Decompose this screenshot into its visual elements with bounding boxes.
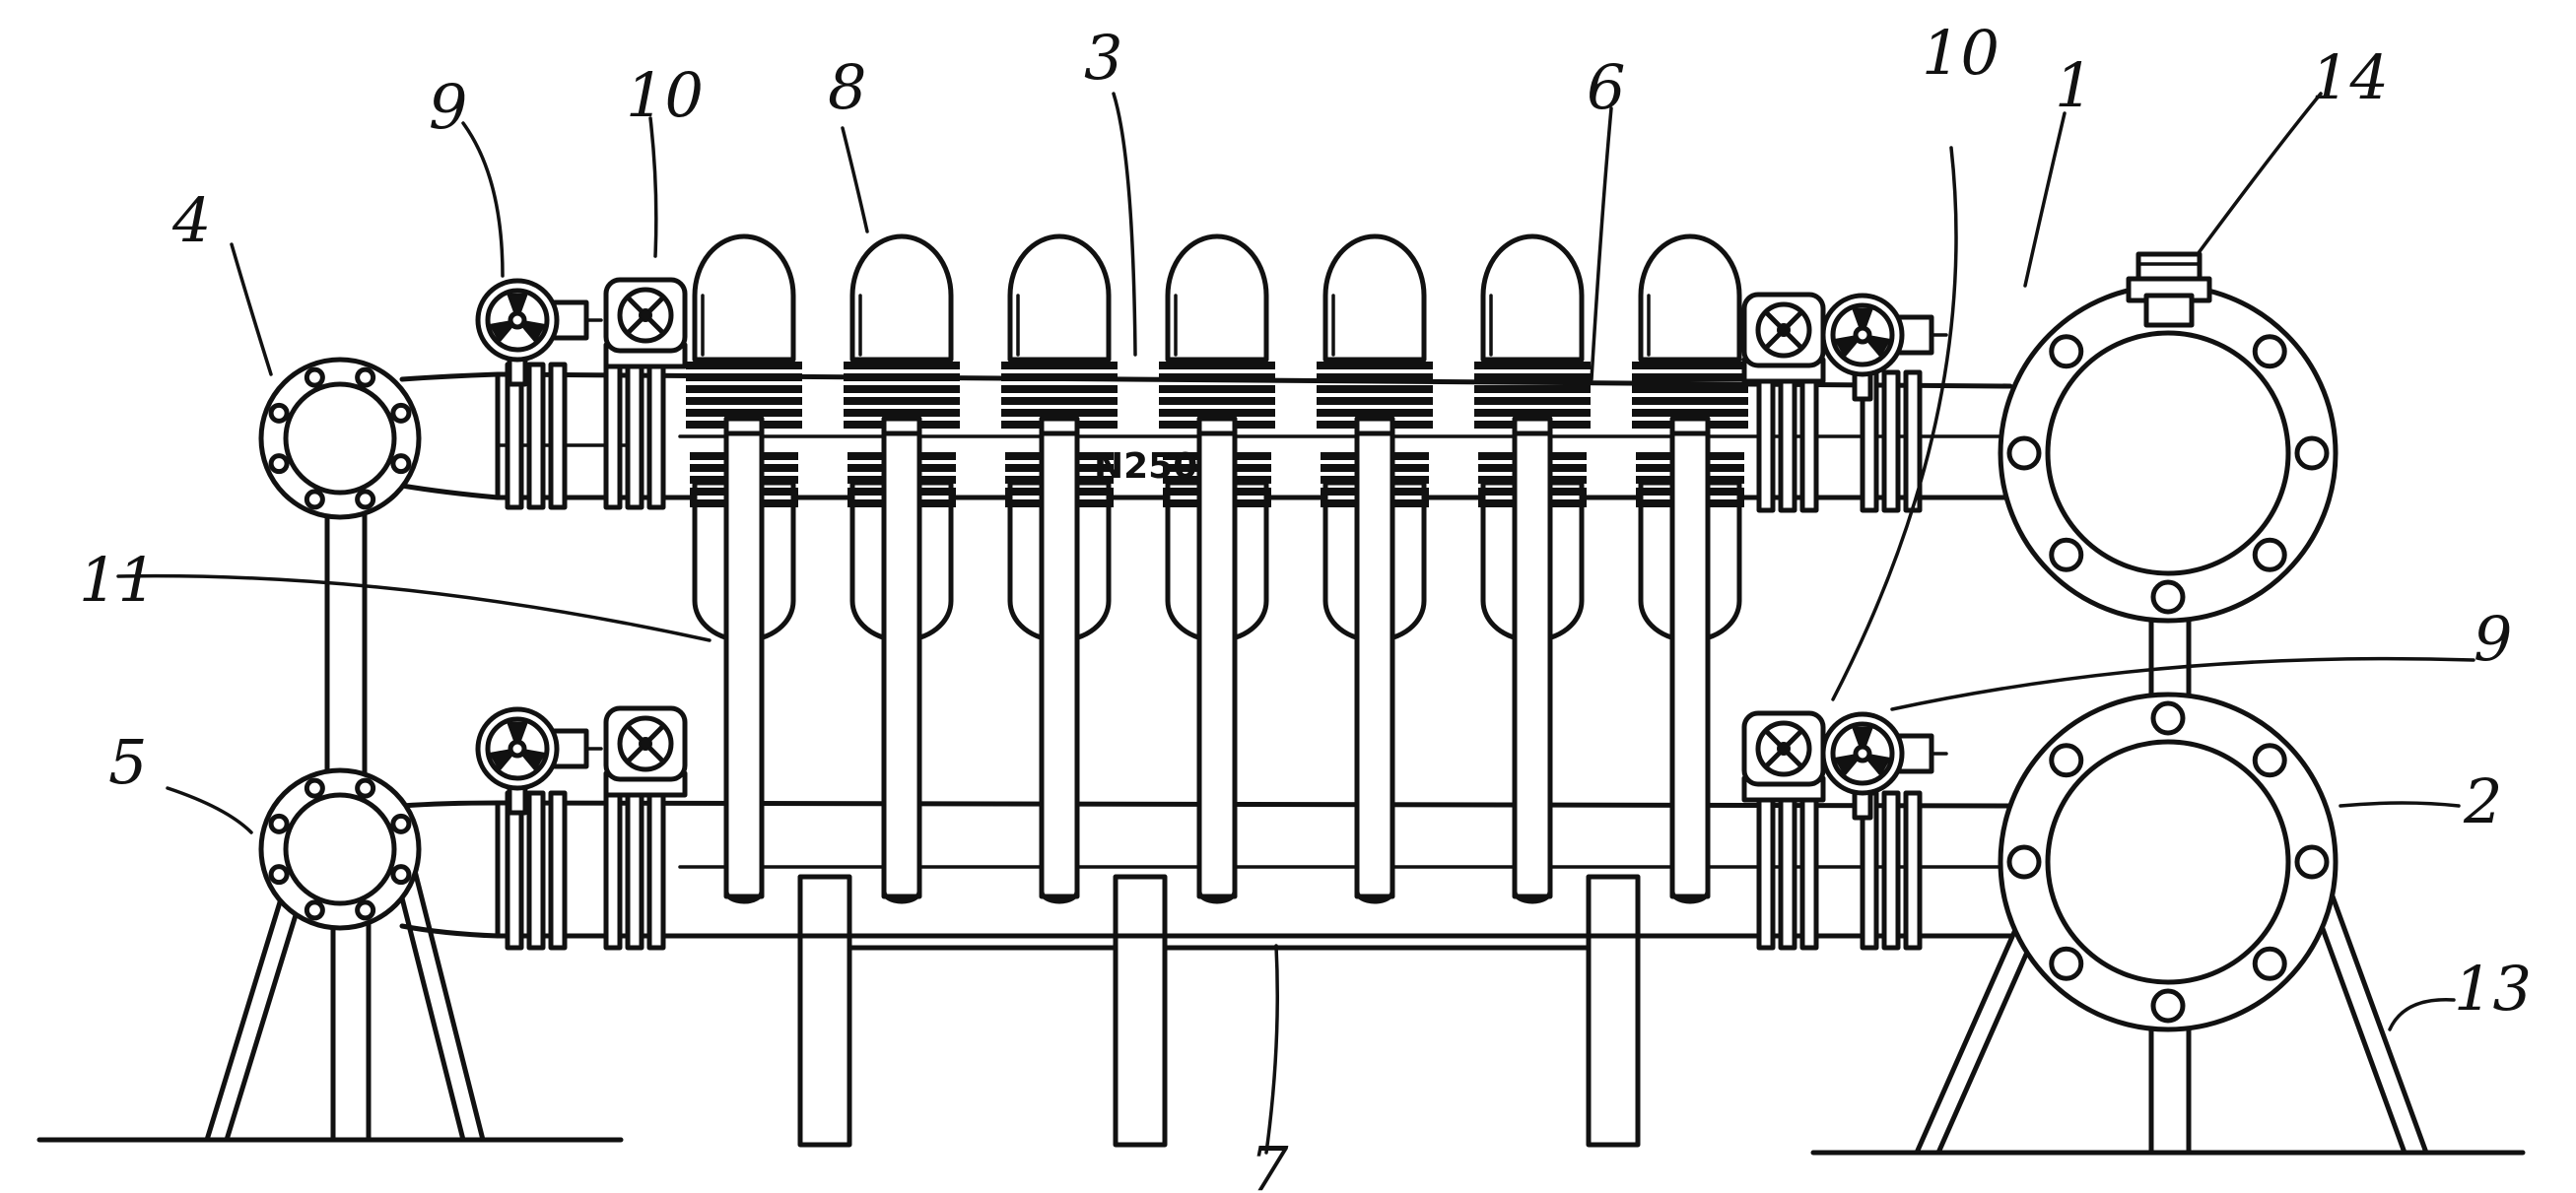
pipe-flange-sets <box>505 362 1923 951</box>
pipe-flange <box>1903 790 1923 951</box>
filter-unit <box>1474 233 1591 904</box>
bolt-hole <box>268 864 290 886</box>
callout-2: 2 <box>2463 765 2502 837</box>
bolt-hole <box>304 489 325 510</box>
bolt-hole <box>2150 988 2186 1024</box>
valve-assemblies <box>475 277 1948 821</box>
callout-3: 3 <box>1084 22 1122 94</box>
bolt-hole <box>2252 334 2287 369</box>
bolt-hole <box>2252 946 2287 981</box>
bolt-hole <box>2150 579 2186 615</box>
left-flange-upper <box>258 357 422 520</box>
bolt-hole <box>2252 743 2287 778</box>
gear-valve <box>603 277 688 369</box>
handwheel-valve <box>475 278 603 387</box>
filter-unit <box>686 233 802 904</box>
bolt-hole <box>390 402 412 424</box>
pipe-flange <box>1799 369 1819 513</box>
callout-4: 4 <box>171 184 211 256</box>
bolt-hole <box>304 366 325 388</box>
bolt-hole <box>355 489 376 510</box>
filter-unit <box>1001 233 1118 904</box>
pipe-flange <box>646 362 666 510</box>
bolt-hole <box>268 813 290 834</box>
left-vertical-connector <box>324 499 368 796</box>
bolt-hole <box>268 402 290 424</box>
bolt-hole <box>390 864 412 886</box>
pipe-flange <box>526 790 546 951</box>
air-vent-valve <box>2126 251 2212 328</box>
upper-tank <box>1998 283 2339 624</box>
callout-labels: 1 2 3 4 5 6 7 8 9 9 10 10 11 13 14 <box>79 17 2532 1193</box>
callout-5: 5 <box>108 726 147 798</box>
bolt-hole <box>2294 435 2330 471</box>
pipe-flange <box>603 790 623 951</box>
pipe-flange <box>1778 790 1797 951</box>
handwheel-valve <box>1820 711 1948 821</box>
bolt-hole <box>355 777 376 799</box>
bolt-hole <box>2049 743 2084 778</box>
pipe-flange <box>1756 369 1776 513</box>
pipe-flange <box>1881 369 1901 513</box>
pipe-flange <box>625 362 644 510</box>
bolt-hole <box>2049 334 2084 369</box>
pipe-flange <box>505 790 524 951</box>
left-flange-lower <box>258 767 422 931</box>
callout-9-top: 9 <box>429 71 467 143</box>
bolt-hole <box>2049 537 2084 572</box>
callout-7: 7 <box>1250 1133 1289 1193</box>
pipe-flange <box>603 362 623 510</box>
pipe-flange <box>1778 369 1797 513</box>
filter-unit <box>1632 233 1748 904</box>
leader-lines <box>116 92 2475 1155</box>
pipe-flange <box>625 790 644 951</box>
callout-9-right: 9 <box>2474 603 2512 675</box>
filter-unit <box>1317 233 1433 904</box>
callout-10-right: 10 <box>1922 17 2000 89</box>
callout-14: 14 <box>2311 41 2389 113</box>
pipe-flange <box>548 790 568 951</box>
gear-valve <box>1741 292 1826 384</box>
pipe-flange <box>526 362 546 510</box>
filter-unit <box>844 233 960 904</box>
bolt-hole <box>304 899 325 921</box>
callout-1: 1 <box>2055 49 2093 121</box>
callout-13: 13 <box>2454 953 2532 1025</box>
callout-8: 8 <box>828 51 866 123</box>
bolt-hole <box>2150 700 2186 736</box>
callout-10-top: 10 <box>626 59 704 131</box>
pipe-size-marking: N250 <box>1094 446 1197 487</box>
bolt-hole <box>304 777 325 799</box>
bolt-hole <box>390 813 412 834</box>
filter-unit <box>1159 233 1275 904</box>
lower-tank <box>1998 692 2339 1032</box>
callout-11: 11 <box>79 544 157 616</box>
handwheel-valve <box>1820 293 1948 402</box>
bolt-hole <box>2252 537 2287 572</box>
handwheel-valve <box>475 706 603 816</box>
pipe-flange <box>1756 790 1776 951</box>
pipe-flange <box>1881 790 1901 951</box>
bolt-hole <box>2049 946 2084 981</box>
pipe-flange <box>646 790 666 951</box>
bolt-hole <box>355 366 376 388</box>
callout-6: 6 <box>1587 51 1625 123</box>
bolt-hole <box>390 453 412 475</box>
bolt-hole <box>2006 435 2042 471</box>
filter-units <box>686 233 1748 904</box>
bolt-hole <box>2006 844 2042 880</box>
bolt-hole <box>268 453 290 475</box>
gear-valve <box>603 705 688 798</box>
pipe-flange <box>1799 790 1819 951</box>
bolt-hole <box>2294 844 2330 880</box>
pipe-flange <box>548 362 568 510</box>
gear-valve <box>1741 710 1826 803</box>
bolt-hole <box>355 899 376 921</box>
manifold-support-legs <box>797 874 1641 1148</box>
